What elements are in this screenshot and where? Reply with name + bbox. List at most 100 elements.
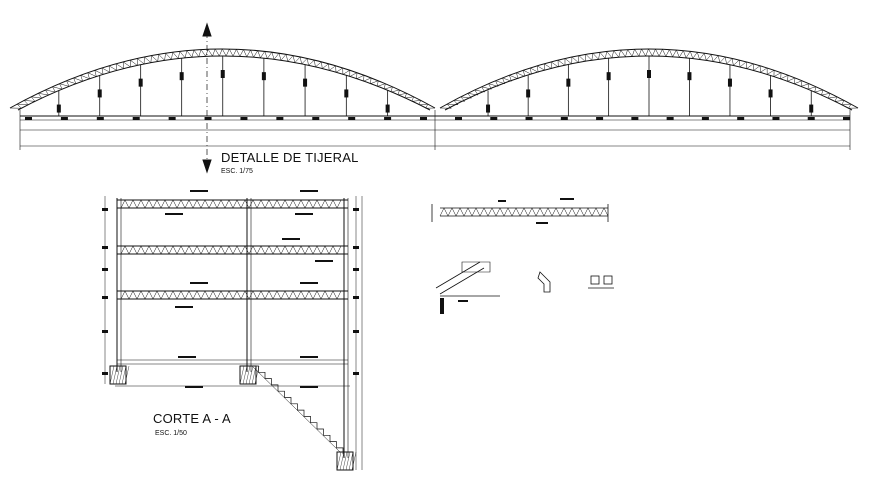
lattice-member (641, 48, 649, 57)
lattice-member (655, 48, 663, 57)
lattice-member (257, 50, 265, 59)
section-annotation-tags (102, 190, 359, 388)
lattice-member (397, 89, 407, 96)
lattice-member (620, 49, 628, 58)
lattice-member (151, 54, 159, 62)
lattice-member (404, 93, 414, 99)
lattice-member (662, 49, 670, 57)
lattice-member (122, 60, 131, 68)
lattice-member (474, 86, 486, 93)
base-tag (348, 117, 356, 120)
base-tag (631, 117, 639, 120)
lattice-member (738, 60, 747, 68)
hanger-tag (486, 104, 491, 113)
level-tag (102, 330, 108, 333)
hanger-tag (385, 104, 390, 113)
base-tag (807, 117, 815, 120)
annotation-tag (315, 260, 333, 262)
hanger-tag (768, 89, 773, 98)
lattice-member (137, 56, 145, 65)
lattice-member (271, 52, 280, 60)
detail-label-2 (560, 198, 574, 200)
hatch-line (254, 365, 260, 385)
level-tag (353, 372, 359, 375)
base-tag (420, 117, 427, 120)
hatch-line (251, 365, 257, 385)
lattice-member (278, 53, 287, 61)
lattice-member (759, 65, 768, 73)
base-tag (25, 117, 32, 120)
level-tag (353, 268, 359, 271)
lattice-member (193, 49, 202, 58)
lattice-member (45, 86, 56, 93)
stair-slab (251, 365, 341, 453)
annotation-tag (295, 213, 313, 215)
lattice-member (697, 52, 705, 60)
lattice-member (717, 55, 726, 64)
annotation-tag (178, 356, 196, 358)
lattice-member (481, 83, 492, 90)
arch-annotation-tags (25, 70, 850, 120)
base-tag (384, 117, 392, 120)
level-tag (102, 296, 108, 299)
level-tag (102, 372, 108, 375)
hatch-line (121, 365, 127, 385)
base-tag (490, 117, 498, 120)
lattice-member (848, 104, 859, 109)
lattice-member (731, 58, 740, 66)
lattice-member (38, 89, 50, 96)
hatch-line (118, 365, 124, 385)
lattice-member (827, 93, 838, 99)
lattice-member (425, 104, 436, 109)
detail-label-3 (536, 222, 548, 224)
lattice-member (59, 80, 70, 87)
base-tag (132, 117, 140, 120)
level-tag (353, 208, 359, 211)
detail-web (439, 207, 609, 217)
annotation-tag (165, 213, 183, 215)
lattice-member (599, 51, 607, 60)
lattice-member (460, 93, 472, 99)
lattice-member (285, 54, 294, 62)
hatch-line (339, 451, 345, 471)
lattice-member (814, 86, 824, 93)
section-arrow-top-icon (202, 22, 212, 37)
hatch-line (124, 365, 130, 385)
annotation-tag (300, 386, 318, 388)
lattice-member (356, 72, 365, 80)
base-tag (701, 117, 709, 120)
hanger-tag (138, 78, 143, 87)
annotation-tag (300, 282, 318, 284)
hatch-line (248, 365, 254, 385)
base-tag (312, 117, 320, 120)
arch-1-inner-chord (17, 55, 431, 111)
level-tag (102, 208, 108, 211)
hanger-tag (727, 78, 732, 87)
lattice-member (73, 75, 84, 82)
hatch-line (336, 451, 342, 471)
lattice-member (158, 53, 166, 61)
lattice-member (690, 51, 698, 60)
lattice-member (509, 72, 519, 80)
lattice-member (17, 100, 29, 106)
lattice-member (52, 83, 63, 90)
lattice-member (101, 65, 111, 73)
annotation-tag (300, 190, 318, 192)
base-tag (560, 117, 568, 120)
lattice-member (328, 63, 336, 71)
support-chord (435, 261, 485, 295)
truss-web (120, 290, 342, 300)
lattice-member (550, 60, 559, 68)
hatch-line (115, 365, 121, 385)
section-title: CORTE A - A (153, 411, 231, 426)
annotation-tag (175, 306, 193, 308)
truss-detail-title: DETALLE DE TIJERAL (221, 150, 359, 165)
lattice-member (543, 61, 552, 70)
lattice-member (292, 55, 301, 64)
lattice-member (370, 77, 379, 85)
part-detail-c (603, 275, 613, 285)
lattice-member (250, 49, 258, 58)
lattice-member (613, 49, 621, 58)
base-tag (737, 117, 745, 120)
lattice-member (585, 53, 594, 61)
